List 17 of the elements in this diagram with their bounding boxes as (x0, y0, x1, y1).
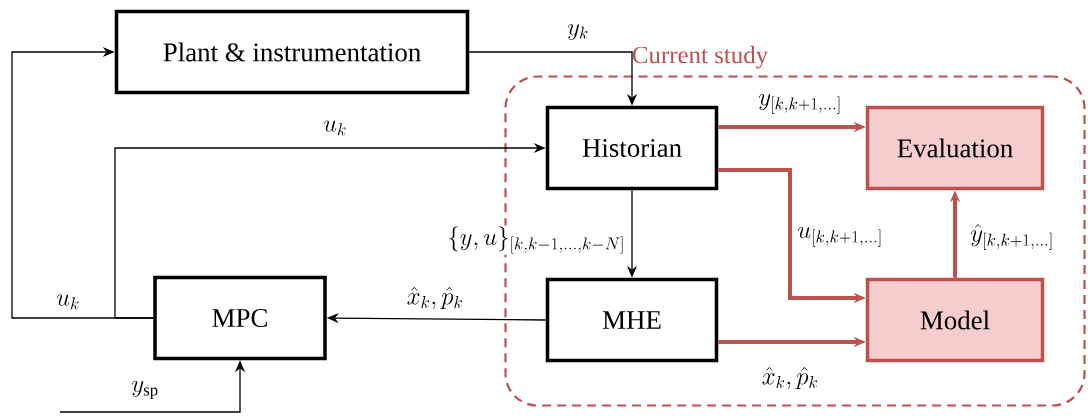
edge-label: $y_{[k,k+1,\ldots]}$ (757, 93, 843, 115)
process-box: Plant & instrumentation (114, 9, 470, 95)
region-heading: Current study (632, 45, 769, 69)
edge-label: $u_k$ (322, 119, 348, 137)
edge-label: $\{y,u\}_{[k,k-1,\ldots,k-N]}$ (446, 225, 626, 255)
process-box: Evaluation (865, 105, 1045, 191)
edge-label: $\hat{x}_k, \hat{p}_k$ (405, 286, 465, 310)
edge-label: $u_{[k,k+1,\ldots]}$ (796, 226, 884, 248)
process-box: Historian (545, 105, 719, 191)
edge-label: $y_{\mathrm{sp}}$ (130, 380, 160, 400)
process-box: Model (865, 277, 1045, 363)
edge-label: $\hat{y}_{[k,k+1,\ldots]}$ (969, 223, 1055, 251)
process-box: MHE (545, 277, 719, 363)
edge-label: $y_k$ (566, 23, 590, 41)
edge-label: $u_k$ (55, 293, 81, 311)
process-box: MPC (153, 275, 327, 361)
edge-label: $\hat{x}_k, \hat{p}_k$ (760, 366, 820, 390)
